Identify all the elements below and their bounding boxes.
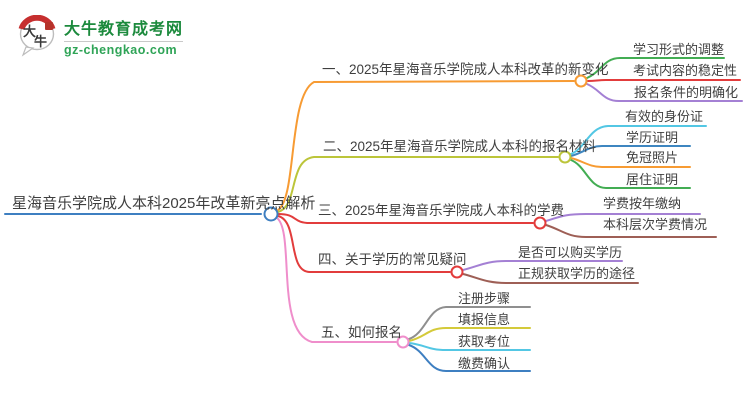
branch-node-circle — [558, 150, 572, 164]
logo-title: 大牛教育成考网 — [64, 21, 184, 38]
leaf-label: 有效的身份证 — [625, 109, 704, 124]
leaf-label: 填报信息 — [458, 312, 511, 327]
leaf-label: 缴费确认 — [458, 356, 511, 371]
leaf-connector — [408, 306, 531, 340]
leaf-label: 本科层次学费情况 — [603, 217, 708, 232]
logo-subtitle: gz-chengkao.com — [64, 43, 178, 57]
leaf-connector — [408, 344, 531, 372]
branch-node-circle — [533, 216, 547, 230]
site-logo[interactable]: 大 牛 大牛教育成考网 gz-chengkao.com — [18, 15, 184, 57]
leaf-label: 学习形式的调整 — [633, 42, 725, 57]
leaf-connector — [462, 260, 623, 271]
leaf-label: 免冠照片 — [626, 150, 679, 165]
leaf-label: 是否可以购买学历 — [518, 245, 623, 260]
leaf-label: 注册步骤 — [458, 291, 511, 306]
logo-bull-icon: 大 牛 — [18, 15, 56, 57]
leaf-label: 考试内容的稳定性 — [633, 63, 738, 78]
leaf-connector — [545, 224, 717, 238]
branch-node-circle — [574, 74, 588, 88]
branch-connector — [276, 217, 397, 343]
svg-text:大: 大 — [23, 24, 36, 39]
leaf-connector — [586, 57, 725, 79]
branch-connector — [277, 215, 451, 273]
leaf-label: 学历证明 — [626, 130, 679, 145]
leaf-connector — [408, 327, 531, 342]
mindmap-root-label: 星海音乐学院成人本科2025年改革新亮点解析 — [12, 195, 316, 212]
leaf-label: 获取考位 — [458, 334, 511, 349]
branch-node-circle — [396, 335, 410, 349]
leaf-connector — [408, 342, 531, 351]
leaf-label: 学费按年缴纳 — [603, 196, 682, 211]
leaf-connector — [570, 159, 691, 189]
branch-connector — [277, 156, 559, 213]
branch-label: 一、2025年星海音乐学院成人本科改革的新变化 — [322, 62, 609, 77]
branch-label: 二、2025年星海音乐学院成人本科的报名材料 — [323, 139, 597, 154]
branch-connector — [277, 80, 575, 211]
root-node-circle — [263, 206, 279, 222]
leaf-connector — [545, 213, 701, 222]
branch-node-circle — [450, 265, 464, 279]
logo-divider — [64, 41, 184, 42]
leaf-label: 正规获取学历的途径 — [518, 266, 636, 281]
leaf-label: 报名条件的明确化 — [634, 85, 739, 100]
branch-connector — [277, 213, 534, 224]
leaf-label: 居住证明 — [626, 172, 679, 187]
leaf-connector — [570, 157, 691, 168]
leaf-connector — [462, 273, 639, 284]
leaf-connector — [570, 125, 707, 155]
svg-text:牛: 牛 — [34, 34, 47, 49]
leaf-connector — [570, 145, 691, 157]
leaf-connector — [587, 79, 741, 82]
branch-label: 四、关于学历的常见疑问 — [318, 252, 467, 267]
leaf-connector — [586, 83, 743, 102]
branch-label: 三、2025年星海音乐学院成人本科的学费 — [318, 203, 565, 218]
branch-label: 五、如何报名 — [321, 325, 402, 340]
